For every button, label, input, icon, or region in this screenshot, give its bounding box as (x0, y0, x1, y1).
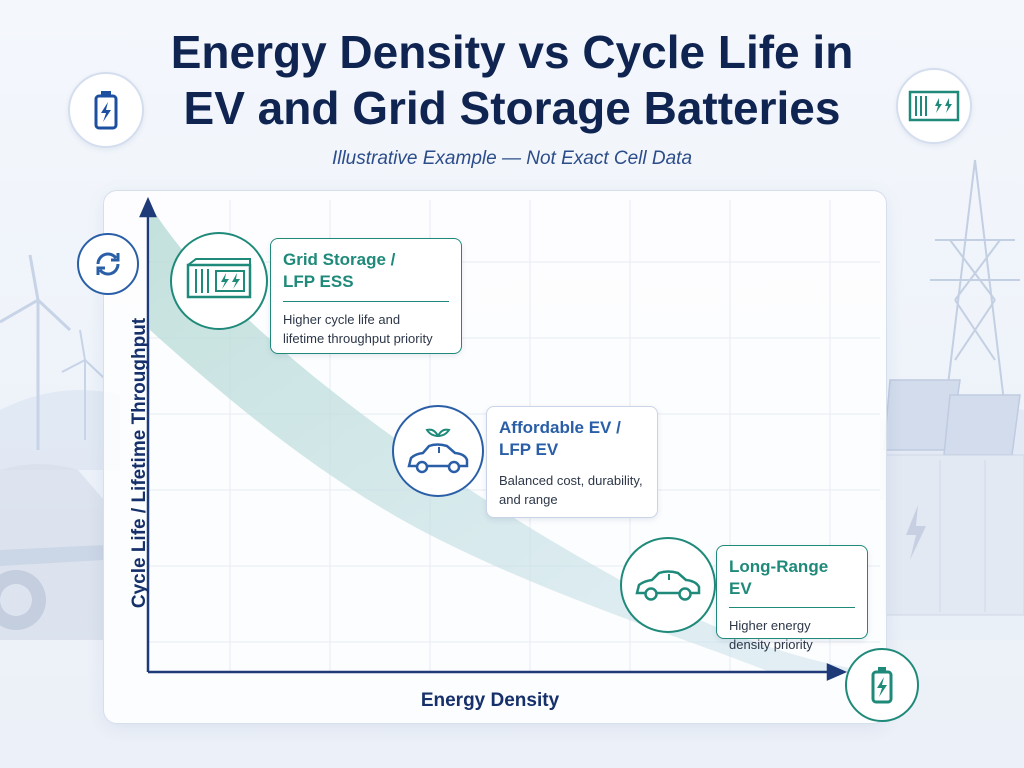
segment-description: and range (499, 492, 558, 507)
storage-container-silhouette (885, 454, 1024, 616)
segment-title: Long-Range EV (729, 557, 829, 598)
segment-title: Affordable EV / (499, 418, 621, 437)
segment-callout-affordable-ev: Affordable EV / LFP EV Balanced cost, du… (486, 406, 658, 518)
y-axis-label: Cycle Life / Lifetime Throughput (129, 317, 150, 609)
car-icon (620, 537, 716, 633)
x-axis-label: Energy Density (420, 690, 560, 711)
tradeoff-band (150, 205, 850, 672)
segment-description: Higher energy (729, 618, 811, 633)
power-tower-icon (930, 159, 1020, 411)
segment-description: lifetime throughput priority (283, 331, 433, 346)
storage-container-icon (896, 68, 972, 144)
segment-description: density priority (729, 637, 813, 652)
segment-callout-long-range-ev: Long-Range EV Higher energy density prio… (716, 545, 868, 652)
battery-charge-icon (845, 648, 919, 722)
battery-container-icon (170, 232, 268, 330)
segment-title: LFP EV (499, 440, 559, 459)
segment-description: Balanced cost, durability, (499, 473, 643, 488)
ev-car-silhouette (0, 464, 104, 640)
battery-icon (68, 72, 144, 148)
segment-description: Higher cycle life and (283, 312, 401, 327)
segment-title: LFP ESS (283, 272, 354, 291)
cycle-arrows-icon (77, 233, 139, 295)
solar-panel-icon (883, 379, 1021, 456)
eco-car-icon (392, 405, 484, 497)
segment-callout-grid-storage: Grid Storage / LFP ESS Higher cycle life… (270, 238, 462, 354)
segment-title: Grid Storage / (283, 250, 396, 269)
wind-turbine-icon (0, 254, 105, 450)
page-subtitle: Illustrative Example — Not Exact Cell Da… (331, 148, 693, 169)
chart-axes (139, 196, 848, 681)
page-title: Energy Density vs Cycle Life in EV and G… (170, 26, 854, 134)
